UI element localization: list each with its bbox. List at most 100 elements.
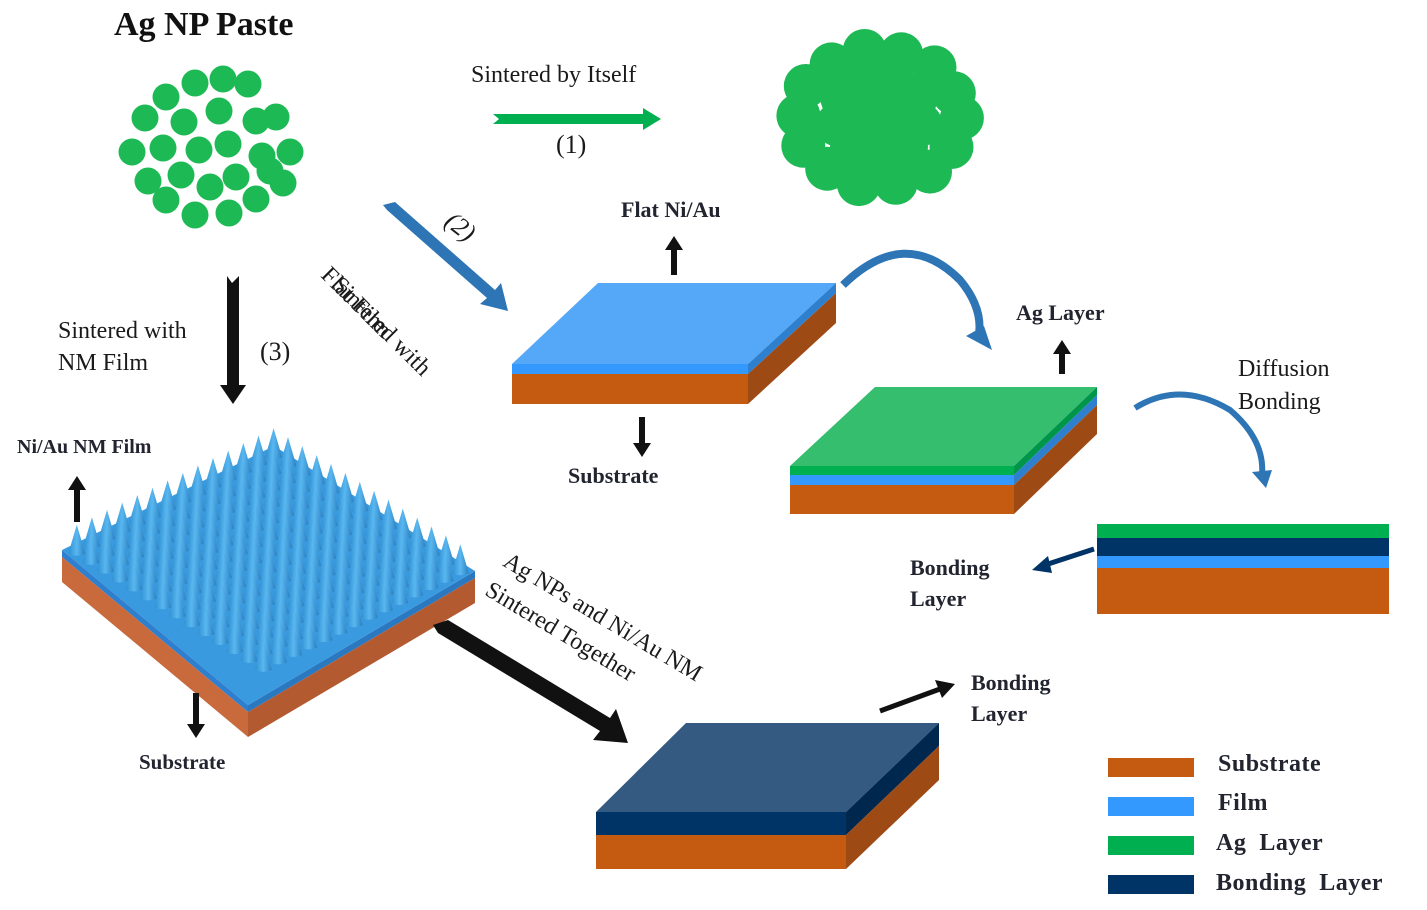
nanocone: [319, 529, 337, 561]
nanocone: [112, 518, 130, 550]
sintered-particle: [857, 96, 901, 140]
nanocone: [291, 495, 309, 527]
nanocone: [156, 545, 173, 577]
nanocone: [320, 513, 338, 544]
nanocone: [264, 444, 282, 476]
route1-number: (1): [556, 130, 587, 159]
page-title: Ag NP Paste: [114, 6, 294, 43]
nanocone: [293, 446, 311, 477]
nanocone: [363, 539, 381, 571]
nanocone: [141, 536, 159, 568]
nanoparticle: [222, 163, 250, 191]
nanocone: [305, 520, 322, 552]
route1-label: Sintered by Itself: [471, 62, 637, 88]
nanocone: [270, 633, 287, 665]
sintered-particle: [809, 42, 854, 87]
nanocone: [97, 542, 114, 574]
nanocone: [234, 459, 251, 491]
diffusion-label-line2: Bonding: [1238, 389, 1321, 415]
substrate-flat-label: Substrate: [568, 463, 659, 488]
nanocone: [248, 468, 266, 500]
legend-swatch-film: [1108, 797, 1194, 816]
nanocone: [211, 614, 229, 645]
nanocone: [213, 581, 231, 613]
nanocone: [97, 526, 115, 558]
nanocone: [218, 483, 236, 515]
nanoparticle: [234, 70, 262, 98]
nanocone: [217, 499, 235, 531]
nanocone: [278, 453, 296, 485]
nanocone: [391, 574, 409, 605]
nanocone: [168, 587, 186, 619]
nanocone: [347, 563, 365, 595]
nanocone: [279, 437, 297, 469]
nanoparticle: [262, 103, 290, 131]
nanocone: [243, 566, 261, 598]
nanocone: [197, 605, 215, 637]
nanocone: [232, 492, 250, 524]
nanoparticle: [181, 69, 209, 97]
nanocone: [215, 548, 232, 580]
nanocone: [126, 544, 144, 576]
nanocone: [289, 544, 307, 576]
flat-niau-up-arrow: [665, 236, 683, 275]
nanoparticle: [276, 138, 304, 166]
nanocone: [246, 517, 263, 549]
nanocone: [202, 507, 220, 538]
nanocone: [257, 591, 275, 623]
nanoparticle: [152, 186, 180, 214]
nanocone: [333, 538, 351, 570]
nanocone: [140, 569, 157, 601]
route4-black-arrow: [433, 620, 628, 743]
nanocone: [199, 556, 217, 587]
nanocone: [301, 602, 319, 634]
nanocone: [185, 547, 203, 579]
nanocone: [111, 551, 129, 583]
nanoparticle: [149, 134, 177, 162]
legend-label-film: Film: [1218, 790, 1268, 816]
nanocone: [351, 481, 369, 513]
nanocone: [128, 495, 146, 526]
bonding-layer-block: [596, 723, 939, 869]
diffusion-label-line1: Diffusion: [1238, 356, 1330, 382]
sintered-particle: [893, 77, 938, 121]
nanocone: [230, 524, 248, 556]
nanocone: [142, 520, 160, 552]
nanocone: [274, 551, 291, 583]
nanocone: [336, 472, 354, 504]
nanocone: [321, 496, 338, 528]
nanocone: [265, 428, 283, 460]
nanocone: [186, 530, 204, 562]
nanocone: [128, 511, 145, 543]
nanocone: [330, 603, 348, 635]
nanoparticle: [205, 97, 233, 125]
nanocone: [254, 640, 272, 672]
nanocone: [173, 489, 191, 521]
nanocone: [229, 557, 247, 589]
substrate-down-arrow: [633, 417, 651, 457]
nanocone: [286, 593, 304, 625]
route3-number: (3): [260, 337, 291, 366]
nanoparticle: [185, 136, 213, 164]
nanocone: [378, 532, 396, 564]
nanocone: [274, 535, 292, 567]
nanocone: [201, 523, 219, 555]
nanocone: [199, 572, 216, 604]
nanocone: [272, 584, 290, 616]
curved-arrow-diffusion: [1133, 391, 1272, 488]
nanocone: [300, 618, 318, 650]
nanocone: [273, 568, 291, 599]
nanocone: [172, 505, 190, 537]
nanocone: [263, 460, 281, 492]
nanocone: [364, 507, 382, 538]
nanocone: [241, 615, 259, 647]
nanocone: [262, 477, 280, 509]
nm-film-up-arrow: [68, 476, 86, 522]
nanocone: [83, 517, 101, 549]
legend-swatch-bonding-layer: [1108, 875, 1194, 894]
nanoparticle: [214, 130, 242, 158]
nanocone: [392, 541, 410, 573]
nanocone: [376, 581, 393, 613]
nanocone: [215, 532, 233, 564]
